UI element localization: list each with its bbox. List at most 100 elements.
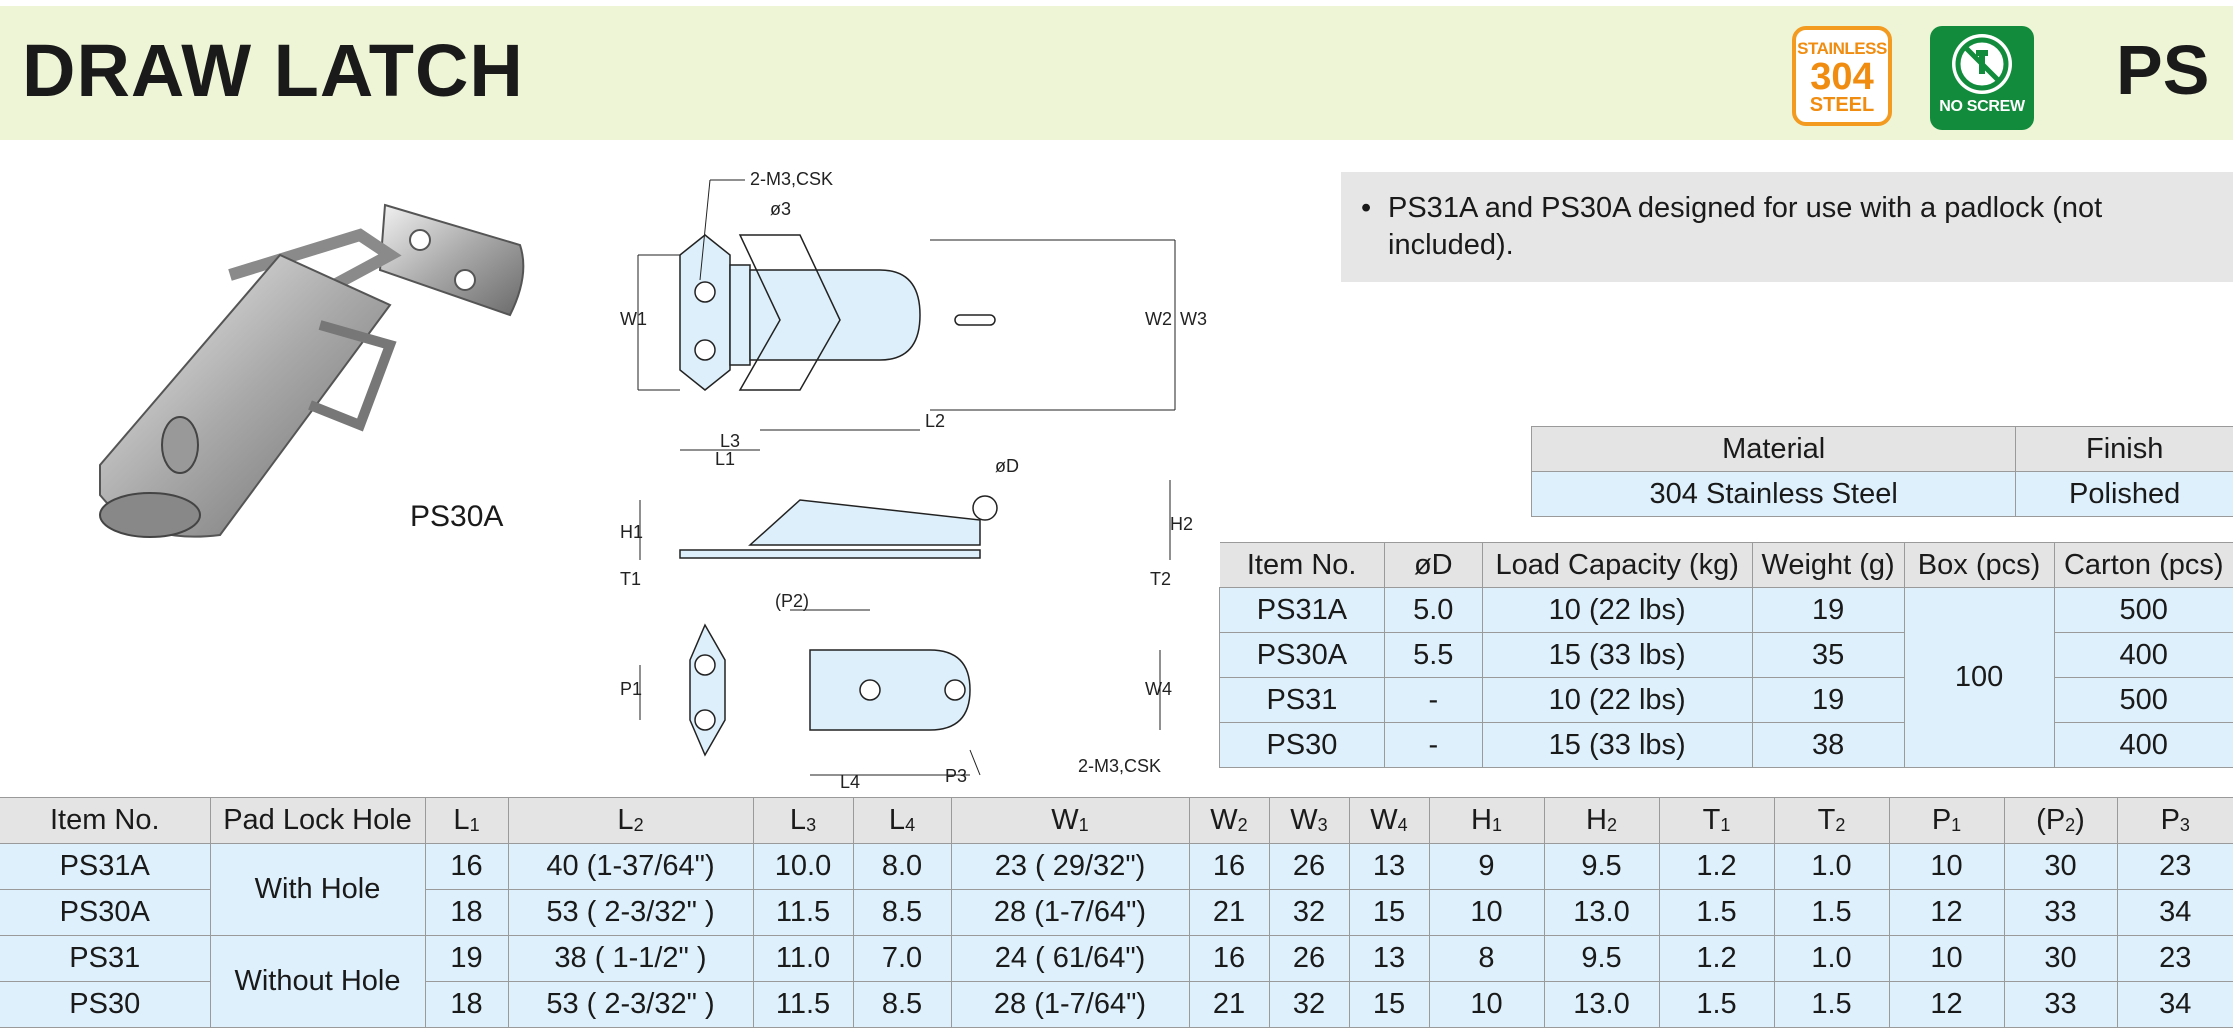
w1-value: 28 (1-7/64") (951, 982, 1189, 1028)
label-p1: P1 (620, 679, 642, 699)
l4-value: 8.0 (853, 844, 951, 890)
l2-value: 53 ( 2-3/32" ) (508, 982, 753, 1028)
l3-value: 11.5 (753, 982, 853, 1028)
col-t1: T1 (1659, 798, 1774, 844)
d-value: - (1384, 723, 1482, 768)
l3-value: 11.5 (753, 890, 853, 936)
material-finish-table: Material Finish 304 Stainless Steel Poli… (1531, 426, 2233, 517)
col-w3: W3 (1269, 798, 1349, 844)
table-row: PS31A 5.0 10 (22 lbs) 19 100 500 (1220, 588, 2233, 633)
photo-label: PS30A (410, 500, 503, 534)
w1-value: 23 ( 29/32") (951, 844, 1189, 890)
no-screw-label: NO SCREW (1930, 98, 2034, 116)
table-header-row: Item No. Pad Lock Hole L1 L2 L3 L4 W1 W2… (0, 798, 2233, 844)
header-band: DRAW LATCH STAINLESS 304 STEEL NO SCREW … (0, 6, 2233, 140)
weight-value: 19 (1752, 678, 1904, 723)
t2-value: 1.5 (1774, 982, 1889, 1028)
col-l3: L3 (753, 798, 853, 844)
l1-value: 18 (425, 890, 508, 936)
series-code: PS (2116, 30, 2209, 110)
note-bullet: • (1361, 190, 1371, 227)
col-p1: P1 (1889, 798, 2004, 844)
material-value: 304 Stainless Steel (1532, 472, 2016, 517)
col-p3: P3 (2117, 798, 2233, 844)
item-no-value: PS30A (0, 890, 210, 936)
l4-value: 8.5 (853, 890, 951, 936)
w2-value: 16 (1189, 844, 1269, 890)
p2-value: 33 (2004, 890, 2117, 936)
p2-value: 33 (2004, 982, 2117, 1028)
note-text: PS31A and PS30A designed for use with a … (1388, 190, 2233, 264)
item-spec-table: Item No. øD Load Capacity (kg) Weight (g… (1219, 542, 2233, 768)
padlock-hole-value: Without Hole (210, 936, 425, 1028)
col-h2: H2 (1544, 798, 1659, 844)
l1-value: 19 (425, 936, 508, 982)
weight-value: 38 (1752, 723, 1904, 768)
p1-value: 10 (1889, 936, 2004, 982)
label-phi3: ø3 (770, 199, 791, 219)
label-t1: T1 (620, 569, 641, 589)
padlock-note: • PS31A and PS30A designed for use with … (1341, 172, 2233, 282)
col-w2: W2 (1189, 798, 1269, 844)
load-value: 10 (22 lbs) (1482, 588, 1752, 633)
finish-value: Polished (2016, 472, 2233, 517)
l1-value: 16 (425, 844, 508, 890)
col-w1: W1 (951, 798, 1189, 844)
col-d: øD (1384, 543, 1482, 588)
w3-value: 32 (1269, 982, 1349, 1028)
w1-value: 28 (1-7/64") (951, 890, 1189, 936)
w2-value: 21 (1189, 982, 1269, 1028)
label-p3: P3 (945, 766, 967, 786)
w2-value: 21 (1189, 890, 1269, 936)
col-w4: W4 (1349, 798, 1429, 844)
col-padlock-hole: Pad Lock Hole (210, 798, 425, 844)
col-item-no: Item No. (1220, 543, 1385, 588)
col-t2: T2 (1774, 798, 1889, 844)
h1-value: 10 (1429, 890, 1544, 936)
technical-drawing: 2-M3,CSK ø3 W1 W2 W3 L3 L2 L1 øD H1 T1 H… (600, 160, 1200, 800)
t2-value: 1.5 (1774, 890, 1889, 936)
col-item-no: Item No. (0, 798, 210, 844)
col-l2: L2 (508, 798, 753, 844)
carton-value: 500 (2054, 678, 2233, 723)
w4-value: 13 (1349, 844, 1429, 890)
w1-value: 24 ( 61/64") (951, 936, 1189, 982)
padlock-hole-value: With Hole (210, 844, 425, 936)
weight-value: 19 (1752, 588, 1904, 633)
load-value: 15 (33 lbs) (1482, 633, 1752, 678)
l3-value: 11.0 (753, 936, 853, 982)
p2-value: 30 (2004, 936, 2117, 982)
table-row: PS31 - 10 (22 lbs) 19 500 (1220, 678, 2233, 723)
w3-value: 26 (1269, 936, 1349, 982)
t1-value: 1.5 (1659, 982, 1774, 1028)
badge-line2: 304 (1796, 59, 1888, 95)
t1-value: 1.2 (1659, 844, 1774, 890)
carton-value: 400 (2054, 723, 2233, 768)
label-h2: H2 (1170, 514, 1193, 534)
table-row: 304 Stainless Steel Polished (1532, 472, 2233, 517)
t2-value: 1.0 (1774, 844, 1889, 890)
badge-line3: STEEL (1796, 95, 1888, 115)
label-w1: W1 (620, 309, 647, 329)
w4-value: 13 (1349, 936, 1429, 982)
w2-value: 16 (1189, 936, 1269, 982)
dimension-table: Item No. Pad Lock Hole L1 L2 L3 L4 W1 W2… (0, 797, 2233, 1028)
item-no: PS31A (1220, 588, 1385, 633)
h2-value: 9.5 (1544, 936, 1659, 982)
p3-value: 23 (2117, 844, 2233, 890)
label-w2: W2 (1145, 309, 1172, 329)
l4-value: 7.0 (853, 936, 951, 982)
p1-value: 12 (1889, 890, 2004, 936)
w3-value: 26 (1269, 844, 1349, 890)
label-l2: L2 (925, 411, 945, 431)
item-no-value: PS31 (0, 936, 210, 982)
p2-value: 30 (2004, 844, 2117, 890)
col-p2: (P2) (2004, 798, 2117, 844)
t1-value: 1.2 (1659, 936, 1774, 982)
item-no-value: PS30 (0, 982, 210, 1028)
h2-value: 13.0 (1544, 982, 1659, 1028)
no-screw-badge: NO SCREW (1930, 26, 2034, 130)
item-no: PS30 (1220, 723, 1385, 768)
